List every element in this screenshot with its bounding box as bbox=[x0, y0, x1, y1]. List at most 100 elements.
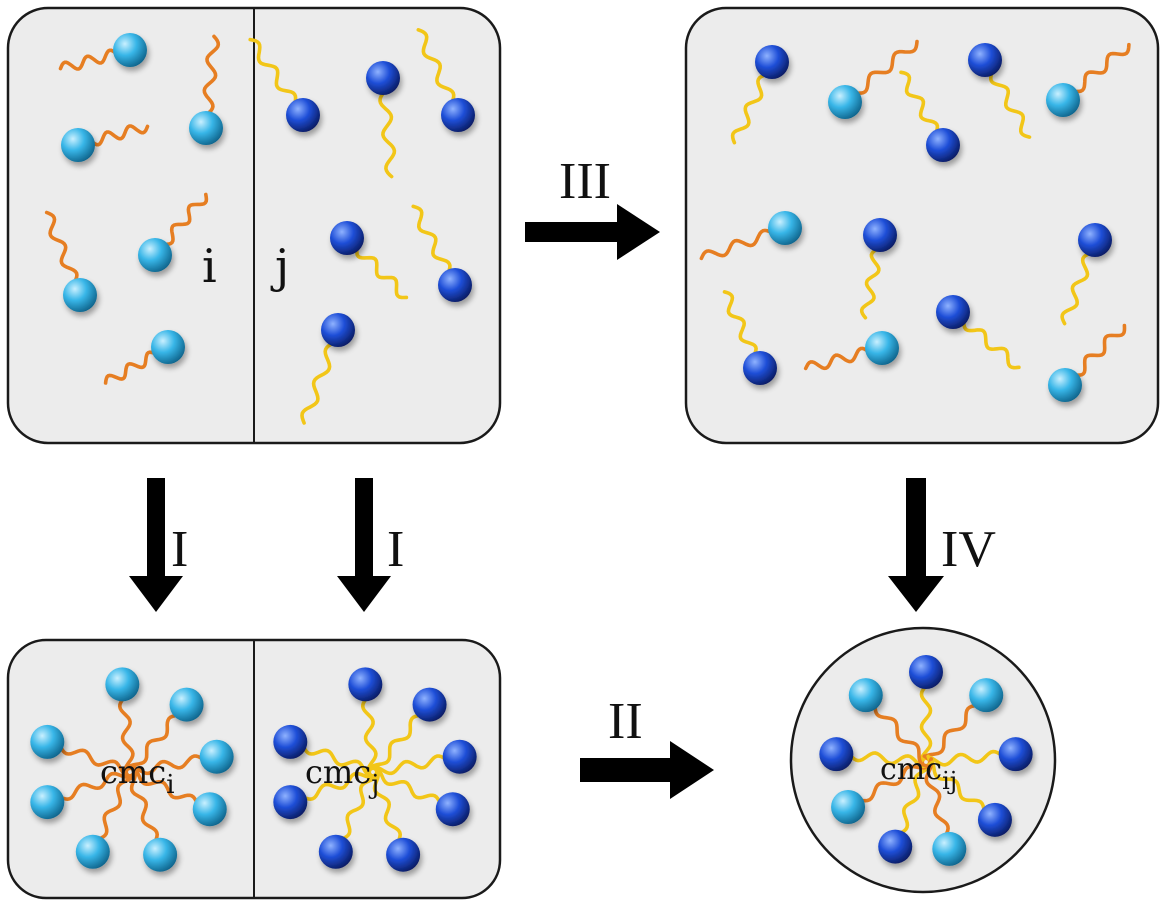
panel-separate-micelles bbox=[6, 638, 502, 900]
tail-j bbox=[899, 70, 940, 135]
dark-blue-sphere-icon bbox=[273, 724, 308, 759]
tail-j bbox=[1060, 251, 1092, 326]
tail-i bbox=[44, 210, 79, 284]
tail-j bbox=[919, 756, 986, 813]
tail-j bbox=[961, 319, 1021, 370]
surfactant-i bbox=[920, 678, 1004, 769]
surfactant-i bbox=[44, 210, 97, 312]
light-blue-sphere-icon bbox=[63, 278, 97, 312]
light-blue-sphere-icon bbox=[865, 331, 899, 365]
surfactant-j bbox=[936, 295, 1021, 370]
tail-j bbox=[378, 90, 397, 179]
species-label-i: i bbox=[202, 239, 217, 293]
dark-blue-sphere-icon bbox=[438, 268, 472, 302]
dark-blue-sphere-icon bbox=[755, 45, 789, 79]
surfactant-j bbox=[859, 218, 897, 320]
tail-j bbox=[859, 247, 881, 320]
tail-j bbox=[918, 749, 1004, 767]
surfactant-i bbox=[30, 724, 138, 778]
light-blue-sphere-icon bbox=[828, 85, 862, 119]
tail-j bbox=[300, 341, 335, 425]
tail-i bbox=[202, 34, 221, 116]
tail-i bbox=[122, 766, 199, 806]
surfactant-i bbox=[122, 739, 234, 776]
surfactant-i bbox=[75, 764, 136, 869]
surfactant-j bbox=[899, 70, 960, 162]
surfactant-j bbox=[365, 766, 470, 827]
surfactant-j bbox=[730, 45, 789, 145]
step-label-I-left: I bbox=[171, 521, 188, 578]
dark-blue-sphere-icon bbox=[936, 295, 970, 329]
panel-separate-monomers bbox=[6, 6, 502, 445]
dark-blue-sphere-icon bbox=[412, 687, 447, 722]
arrow-I-right bbox=[337, 478, 391, 612]
light-blue-sphere-icon bbox=[75, 834, 110, 869]
dark-blue-sphere-icon bbox=[819, 737, 854, 772]
tail-j bbox=[919, 684, 933, 770]
tail-i bbox=[96, 764, 136, 841]
surfactant-i bbox=[922, 754, 967, 866]
tail-i bbox=[58, 744, 138, 778]
dark-blue-sphere-icon bbox=[348, 667, 383, 702]
dark-blue-sphere-icon bbox=[435, 792, 470, 827]
tail-i bbox=[122, 754, 205, 776]
surfactant-j bbox=[273, 724, 381, 778]
dark-blue-sphere-icon bbox=[998, 737, 1033, 772]
light-blue-sphere-icon bbox=[30, 785, 65, 820]
dark-blue-sphere-icon bbox=[321, 313, 355, 347]
dark-blue-sphere-icon bbox=[1078, 223, 1112, 257]
surfactant-j bbox=[300, 313, 355, 425]
light-blue-sphere-icon bbox=[192, 792, 227, 827]
surfactant-i bbox=[189, 34, 223, 145]
tail-j bbox=[848, 751, 934, 769]
dark-blue-sphere-icon bbox=[386, 837, 421, 872]
tail-j bbox=[898, 754, 932, 836]
tail-j bbox=[730, 72, 768, 145]
surfactant-i bbox=[699, 211, 802, 261]
tail-i bbox=[873, 703, 932, 769]
light-blue-sphere-icon bbox=[113, 33, 147, 67]
arrow-III bbox=[525, 204, 660, 260]
surfactant-j bbox=[273, 768, 381, 820]
tail-j bbox=[416, 28, 456, 105]
tail-i bbox=[1073, 323, 1127, 378]
cmc-ij-label: cmcij bbox=[880, 752, 957, 795]
surfactant-j bbox=[722, 290, 777, 385]
surfactant-i bbox=[831, 757, 933, 824]
tail-j bbox=[411, 204, 452, 275]
species-label-j: j bbox=[270, 239, 289, 293]
panel-mixed-monomers bbox=[684, 6, 1160, 445]
light-blue-sphere-icon bbox=[199, 739, 234, 774]
dark-blue-sphere-icon bbox=[909, 655, 943, 689]
light-blue-sphere-icon bbox=[1046, 83, 1080, 117]
surfactant-j bbox=[365, 739, 477, 776]
surfactant-j bbox=[918, 737, 1033, 772]
surfactant-i bbox=[58, 33, 147, 71]
step-label-II: II bbox=[608, 693, 643, 750]
step-label-III: III bbox=[559, 153, 611, 210]
light-blue-sphere-icon bbox=[30, 724, 65, 759]
surfactant-j bbox=[330, 221, 409, 300]
light-blue-sphere-icon bbox=[105, 667, 140, 702]
light-blue-sphere-icon bbox=[1048, 368, 1082, 402]
dark-blue-sphere-icon bbox=[977, 802, 1012, 837]
box-top-right bbox=[684, 6, 1160, 445]
tail-j bbox=[301, 744, 381, 778]
surfactant-j bbox=[1060, 223, 1112, 326]
dark-blue-sphere-icon bbox=[878, 829, 913, 864]
dark-blue-sphere-icon bbox=[441, 98, 475, 132]
surfactant-j bbox=[411, 204, 472, 302]
tail-j bbox=[365, 766, 442, 806]
step-label-I-right: I bbox=[387, 521, 404, 578]
dark-blue-sphere-icon bbox=[273, 785, 308, 820]
surfactant-i bbox=[138, 192, 209, 272]
cmc-i-label: cmci bbox=[100, 753, 175, 800]
surfactant-i bbox=[848, 678, 932, 769]
dark-blue-sphere-icon bbox=[330, 221, 364, 255]
tail-j bbox=[989, 70, 1032, 139]
light-blue-sphere-icon bbox=[143, 837, 178, 872]
surfactant-j bbox=[318, 764, 379, 869]
tail-i bbox=[699, 228, 774, 261]
tail-i bbox=[858, 757, 933, 803]
